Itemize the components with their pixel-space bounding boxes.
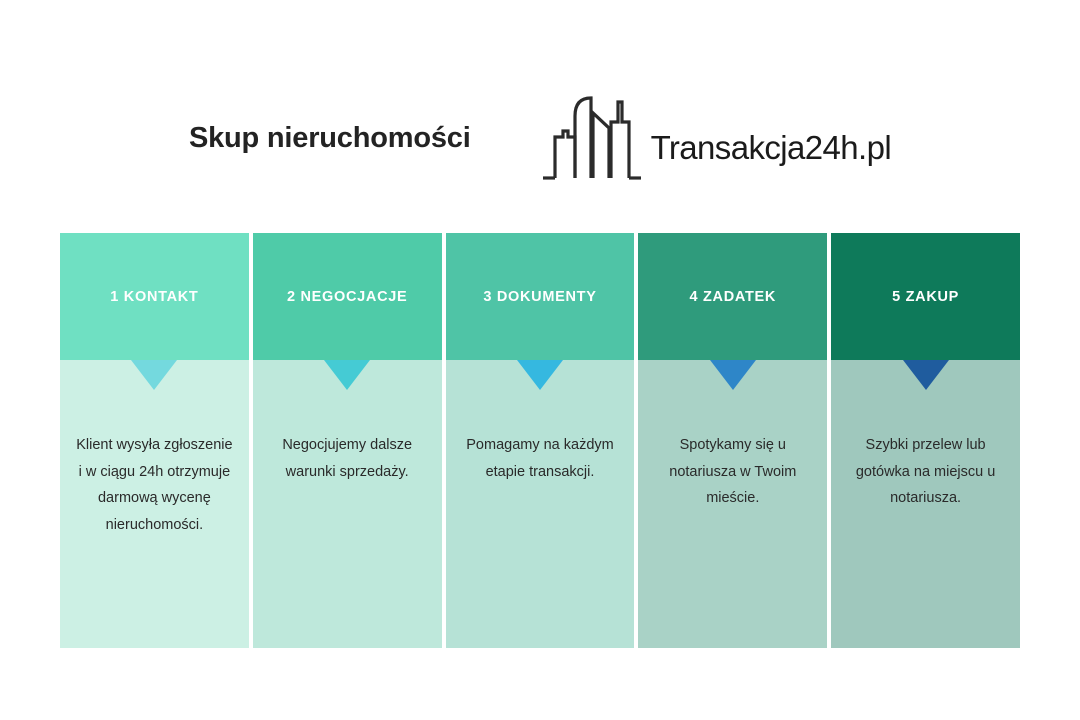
step-label-3: 3 DOKUMENTY (483, 288, 597, 305)
step-arrow-icon-4 (709, 360, 756, 390)
step-arrow-icon-1 (131, 360, 178, 390)
step-header-3: 3 DOKUMENTY (445, 233, 635, 360)
brand-row: Skup nieruchomości (0, 88, 1080, 188)
step-body-3: Pomagamy na każdym etapie transakcji. (445, 360, 635, 648)
logo[interactable]: Transakcja24h.pl (541, 90, 892, 186)
step-arrow-icon-2 (324, 360, 371, 390)
step-text-1: Klient wysyła zgłoszenie i w ciągu 24h o… (76, 437, 233, 533)
step-column-2[interactable]: 2 NEGOCJACJE Negocjujemy dalsze warunki … (252, 233, 442, 648)
step-header-5: 5 ZAKUP (831, 233, 1020, 360)
step-column-1[interactable]: 1 KONTAKT Klient wysyła zgłoszenie i w c… (60, 233, 249, 648)
step-column-3[interactable]: 3 DOKUMENTY Pomagamy na każdym etapie tr… (445, 233, 635, 648)
step-header-2: 2 NEGOCJACJE (252, 233, 442, 360)
step-text-4: Spotykamy się u notariusza w Twoim mieśc… (669, 437, 797, 507)
step-body-4: Spotykamy się u notariusza w Twoim mieśc… (638, 360, 828, 648)
step-label-2: 2 NEGOCJACJE (286, 288, 408, 305)
step-text-5: Szybki przelew lub gotówka na miejscu u … (855, 437, 996, 507)
step-column-4[interactable]: 4 ZADATEK Spotykamy się u notariusza w T… (638, 233, 828, 648)
step-body-5: Szybki przelew lub gotówka na miejscu u … (831, 360, 1020, 648)
step-arrow-icon-3 (516, 360, 563, 390)
step-body-1: Klient wysyła zgłoszenie i w ciągu 24h o… (60, 360, 249, 648)
step-header-4: 4 ZADATEK (638, 233, 828, 360)
step-label-5: 5 ZAKUP (892, 288, 960, 305)
step-text-3: Pomagamy na każdym etapie transakcji. (466, 437, 614, 480)
step-text-2: Negocjujemy dalsze warunki sprzedaży. (282, 437, 413, 480)
step-label-4: 4 ZADATEK (689, 288, 777, 305)
step-label-1: 1 KONTAKT (110, 288, 199, 305)
logo-text: Transakcja24h.pl (650, 129, 892, 166)
city-skyline-icon (541, 90, 645, 186)
step-column-5[interactable]: 5 ZAKUP Szybki przelew lub gotówka na mi… (831, 233, 1020, 648)
step-header-1: 1 KONTAKT (60, 233, 249, 360)
step-arrow-icon-5 (902, 360, 949, 390)
steps-strip: 1 KONTAKT Klient wysyła zgłoszenie i w c… (60, 233, 1020, 648)
page-title: Skup nieruchomości (188, 121, 471, 154)
step-body-2: Negocjujemy dalsze warunki sprzedaży. (252, 360, 442, 648)
